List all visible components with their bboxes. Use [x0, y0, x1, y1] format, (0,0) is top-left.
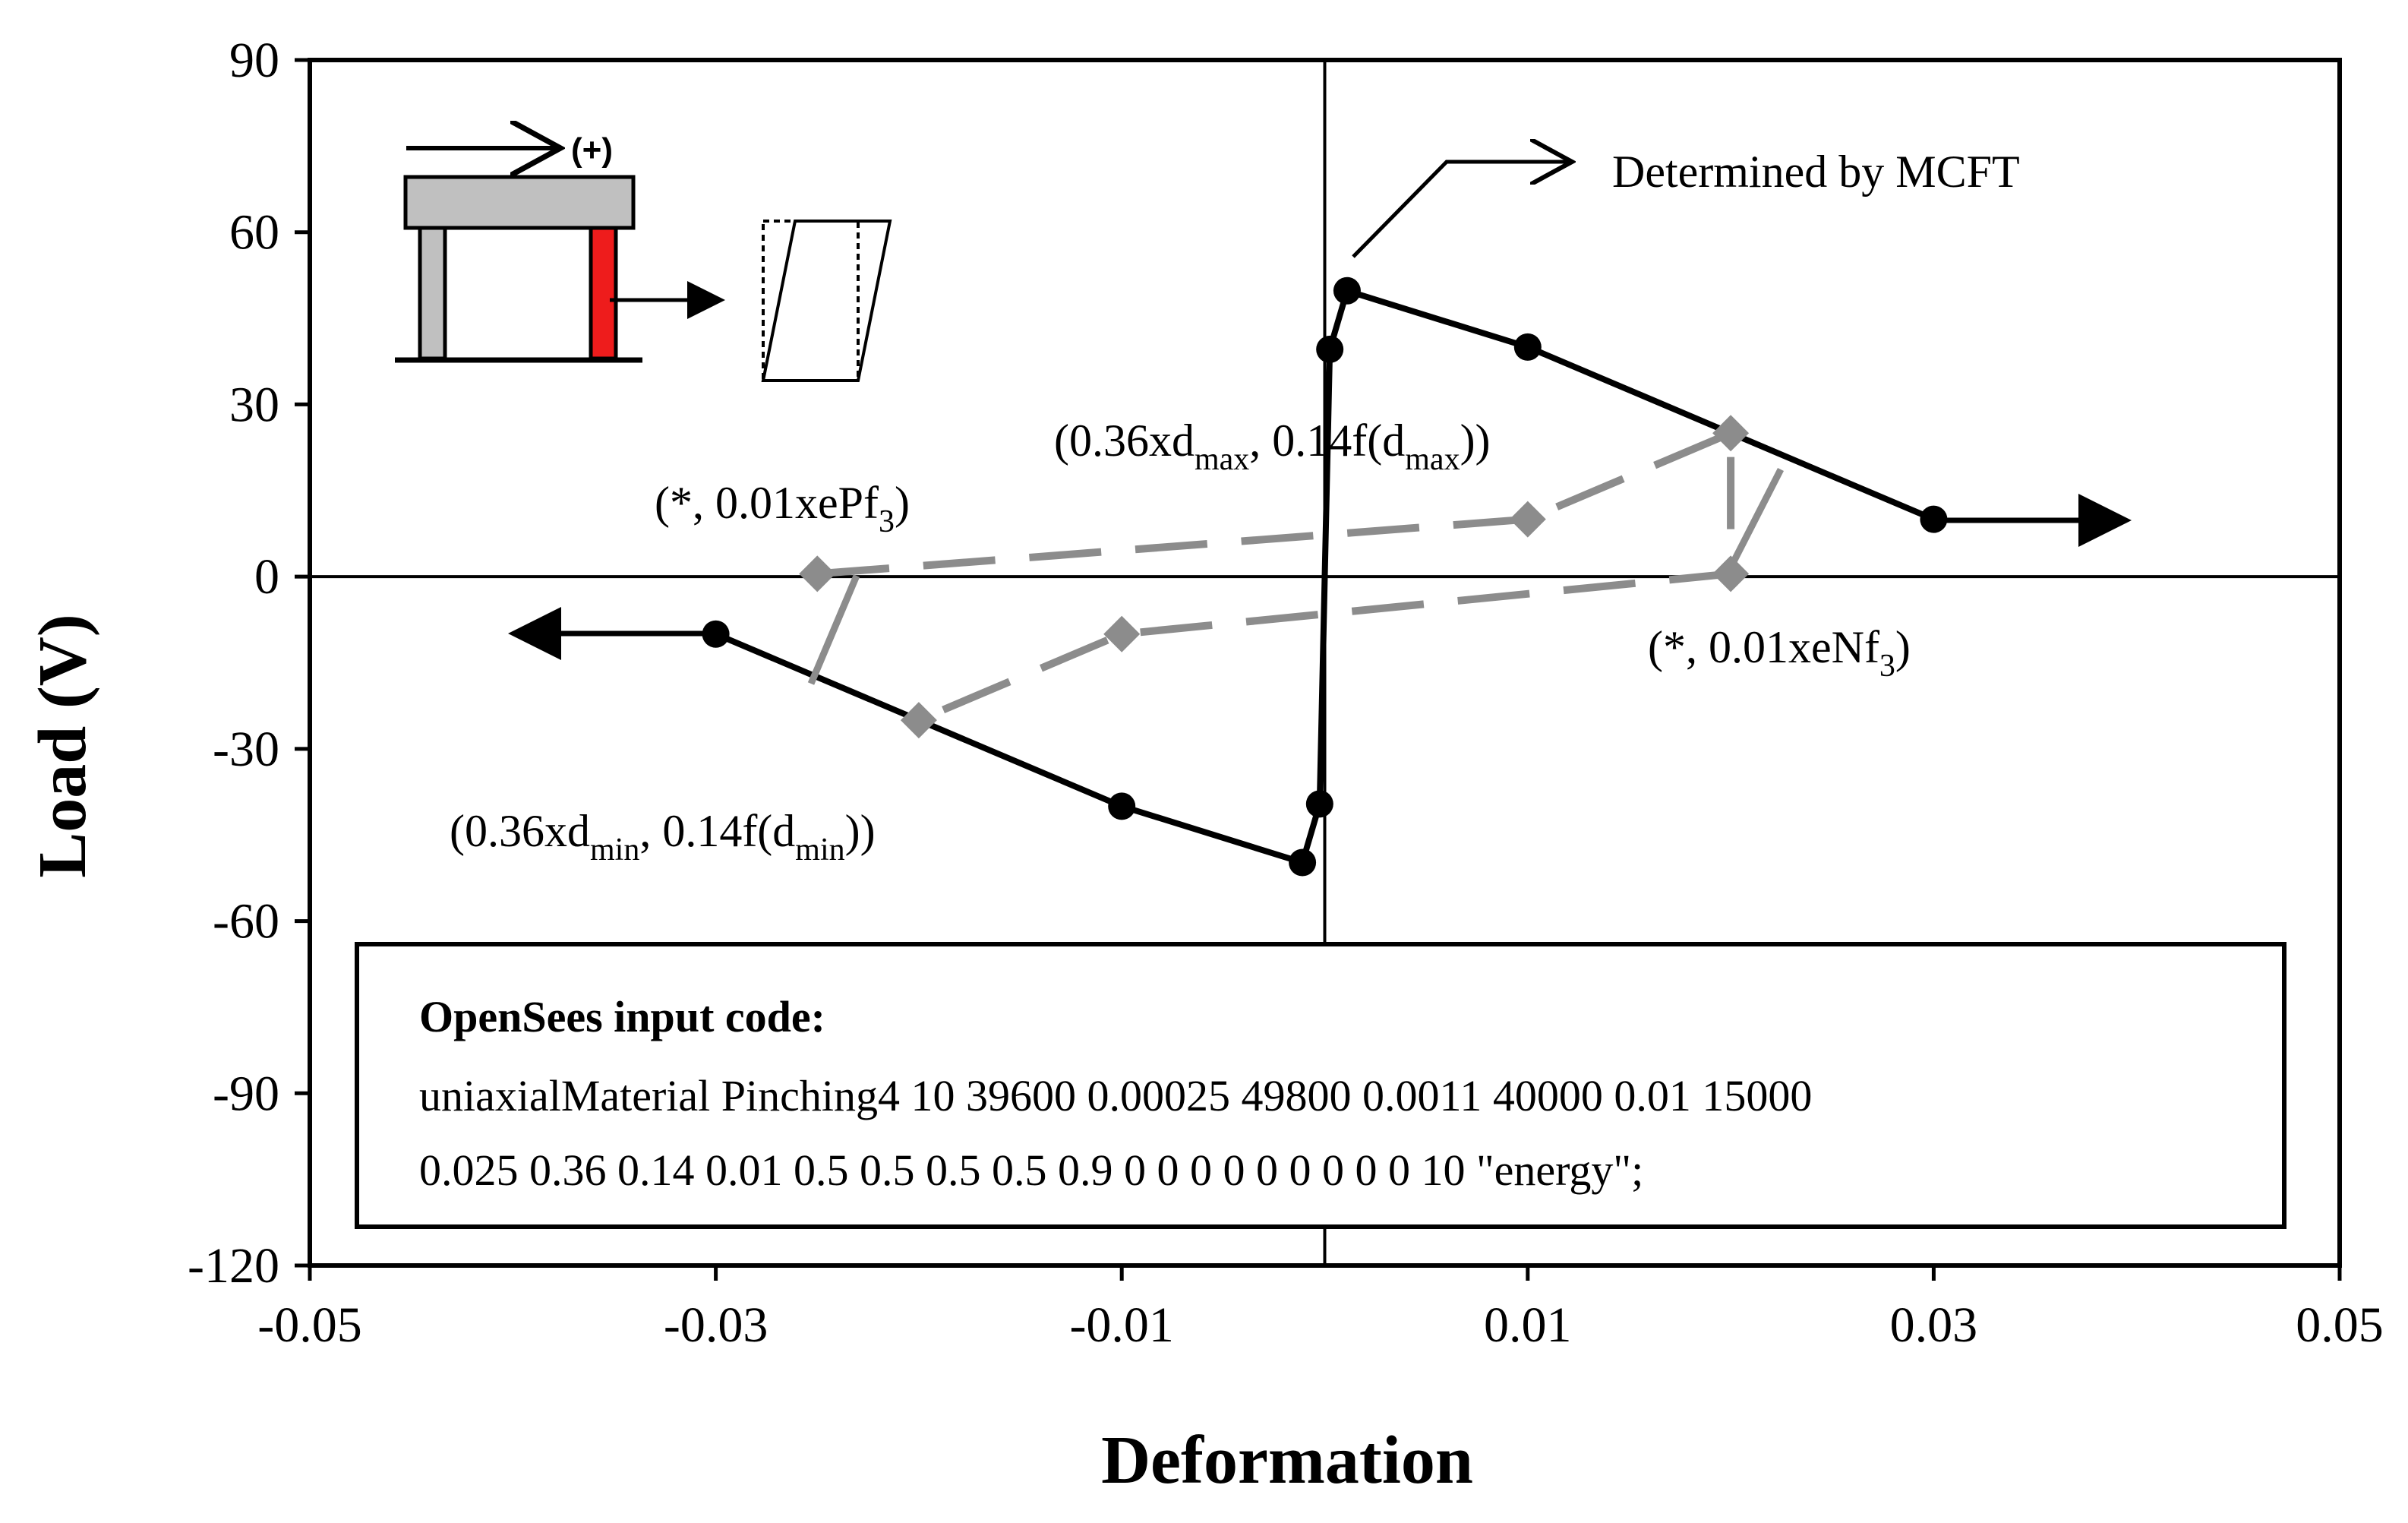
annotation-epf3: (*, 0.01xePf3)	[655, 478, 910, 539]
reload-connector-negative	[807, 574, 860, 685]
backbone-point	[702, 620, 730, 648]
deformed-element	[761, 220, 892, 382]
code-box-line-2: 0.025 0.36 0.14 0.01 0.5 0.5 0.5 0.5 0.9…	[419, 1145, 1643, 1195]
frame-column-right-highlight	[589, 226, 618, 361]
mcft-leader-line	[1352, 162, 1572, 258]
x-tick-label: -0.05	[257, 1297, 361, 1353]
backbone-point	[1513, 333, 1542, 361]
code-box-line-1: uniaxialMaterial Pinching4 10 39600 0.00…	[419, 1071, 1812, 1120]
y-tick-label: 30	[229, 377, 279, 432]
y-tick-label: -60	[213, 894, 279, 950]
frame-beam	[403, 175, 636, 230]
frame-column-left	[418, 226, 447, 361]
x-tick-label: 0.05	[2296, 1297, 2384, 1353]
y-tick-label: 90	[229, 33, 279, 88]
y-tick-label: 60	[229, 205, 279, 261]
pinching-path-line	[816, 429, 1735, 724]
x-axis-title: Deformation	[1101, 1423, 1473, 1498]
annotation-dmax: (0.36xdmax, 0.14f(dmax))	[1054, 416, 1491, 477]
y-axis-title: Load (V)	[25, 614, 100, 878]
pinching-path-point	[1103, 615, 1141, 652]
y-axis-ticks: 90 60 30 0 -30 -60 -90 -120	[188, 33, 310, 1294]
pinching-path-point	[1712, 415, 1750, 452]
y-tick-label: -90	[213, 1066, 279, 1121]
x-tick-label: 0.01	[1484, 1297, 1572, 1353]
backbone-point	[1108, 792, 1136, 820]
x-axis-ticks: -0.05 -0.03 -0.01 0.01 0.03 0.05	[257, 1265, 2384, 1353]
code-box-frame	[355, 942, 2286, 1229]
undeformed-element	[762, 220, 860, 382]
code-box-title: OpenSees input code:	[419, 992, 825, 1041]
x-tick-label: -0.01	[1069, 1297, 1173, 1353]
x-tick-label: 0.03	[1890, 1297, 1978, 1353]
pinching-path-point	[1509, 501, 1546, 538]
mcft-annotation: Determined by MCFT	[1612, 147, 2020, 197]
backbone-point	[1333, 276, 1361, 305]
annotation-dmin: (0.36xdmin, 0.14f(dmin))	[450, 806, 876, 867]
pinching-path-point	[900, 702, 937, 739]
x-tick-label: -0.03	[664, 1297, 768, 1353]
backbone-envelope-line	[715, 287, 1935, 866]
annotation-enf3: (*, 0.01xeNf3)	[1648, 622, 1911, 684]
y-tick-label: -120	[188, 1238, 279, 1294]
pinching-path-point	[799, 555, 836, 592]
load-direction-label: (+)	[571, 131, 613, 169]
frame-inset-diagram: (+)	[395, 131, 892, 382]
reload-connector-positive	[1724, 467, 1785, 576]
backbone-point	[1289, 848, 1317, 877]
y-tick-label: 0	[254, 549, 279, 605]
y-tick-label: -30	[213, 722, 279, 777]
backbone-point	[1305, 790, 1333, 818]
code-box: OpenSees input code: uniaxialMaterial Pi…	[355, 942, 2286, 1229]
backbone-point	[1316, 335, 1344, 363]
